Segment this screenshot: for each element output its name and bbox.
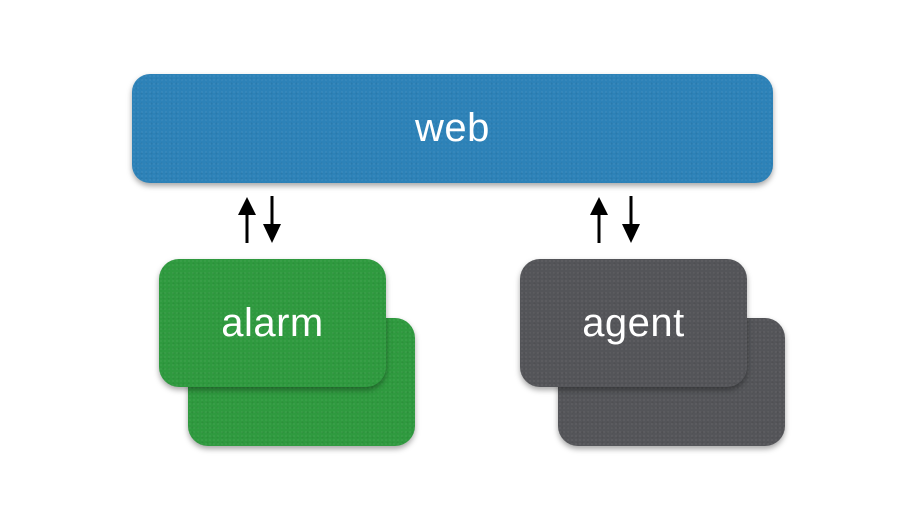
alarm-to-web-arrow-icon [238,197,256,243]
web-label: web [415,106,490,150]
agent-label: agent [582,300,685,345]
arrow-group [238,196,640,243]
agent-to-web-arrow-icon [590,197,608,243]
agent-node: agent [520,259,747,387]
alarm-node: alarm [159,259,386,387]
web-to-agent-arrow-icon [622,196,640,243]
web-to-alarm-arrow-icon [263,196,281,243]
alarm-label: alarm [221,300,324,345]
web-node: web [132,74,773,183]
